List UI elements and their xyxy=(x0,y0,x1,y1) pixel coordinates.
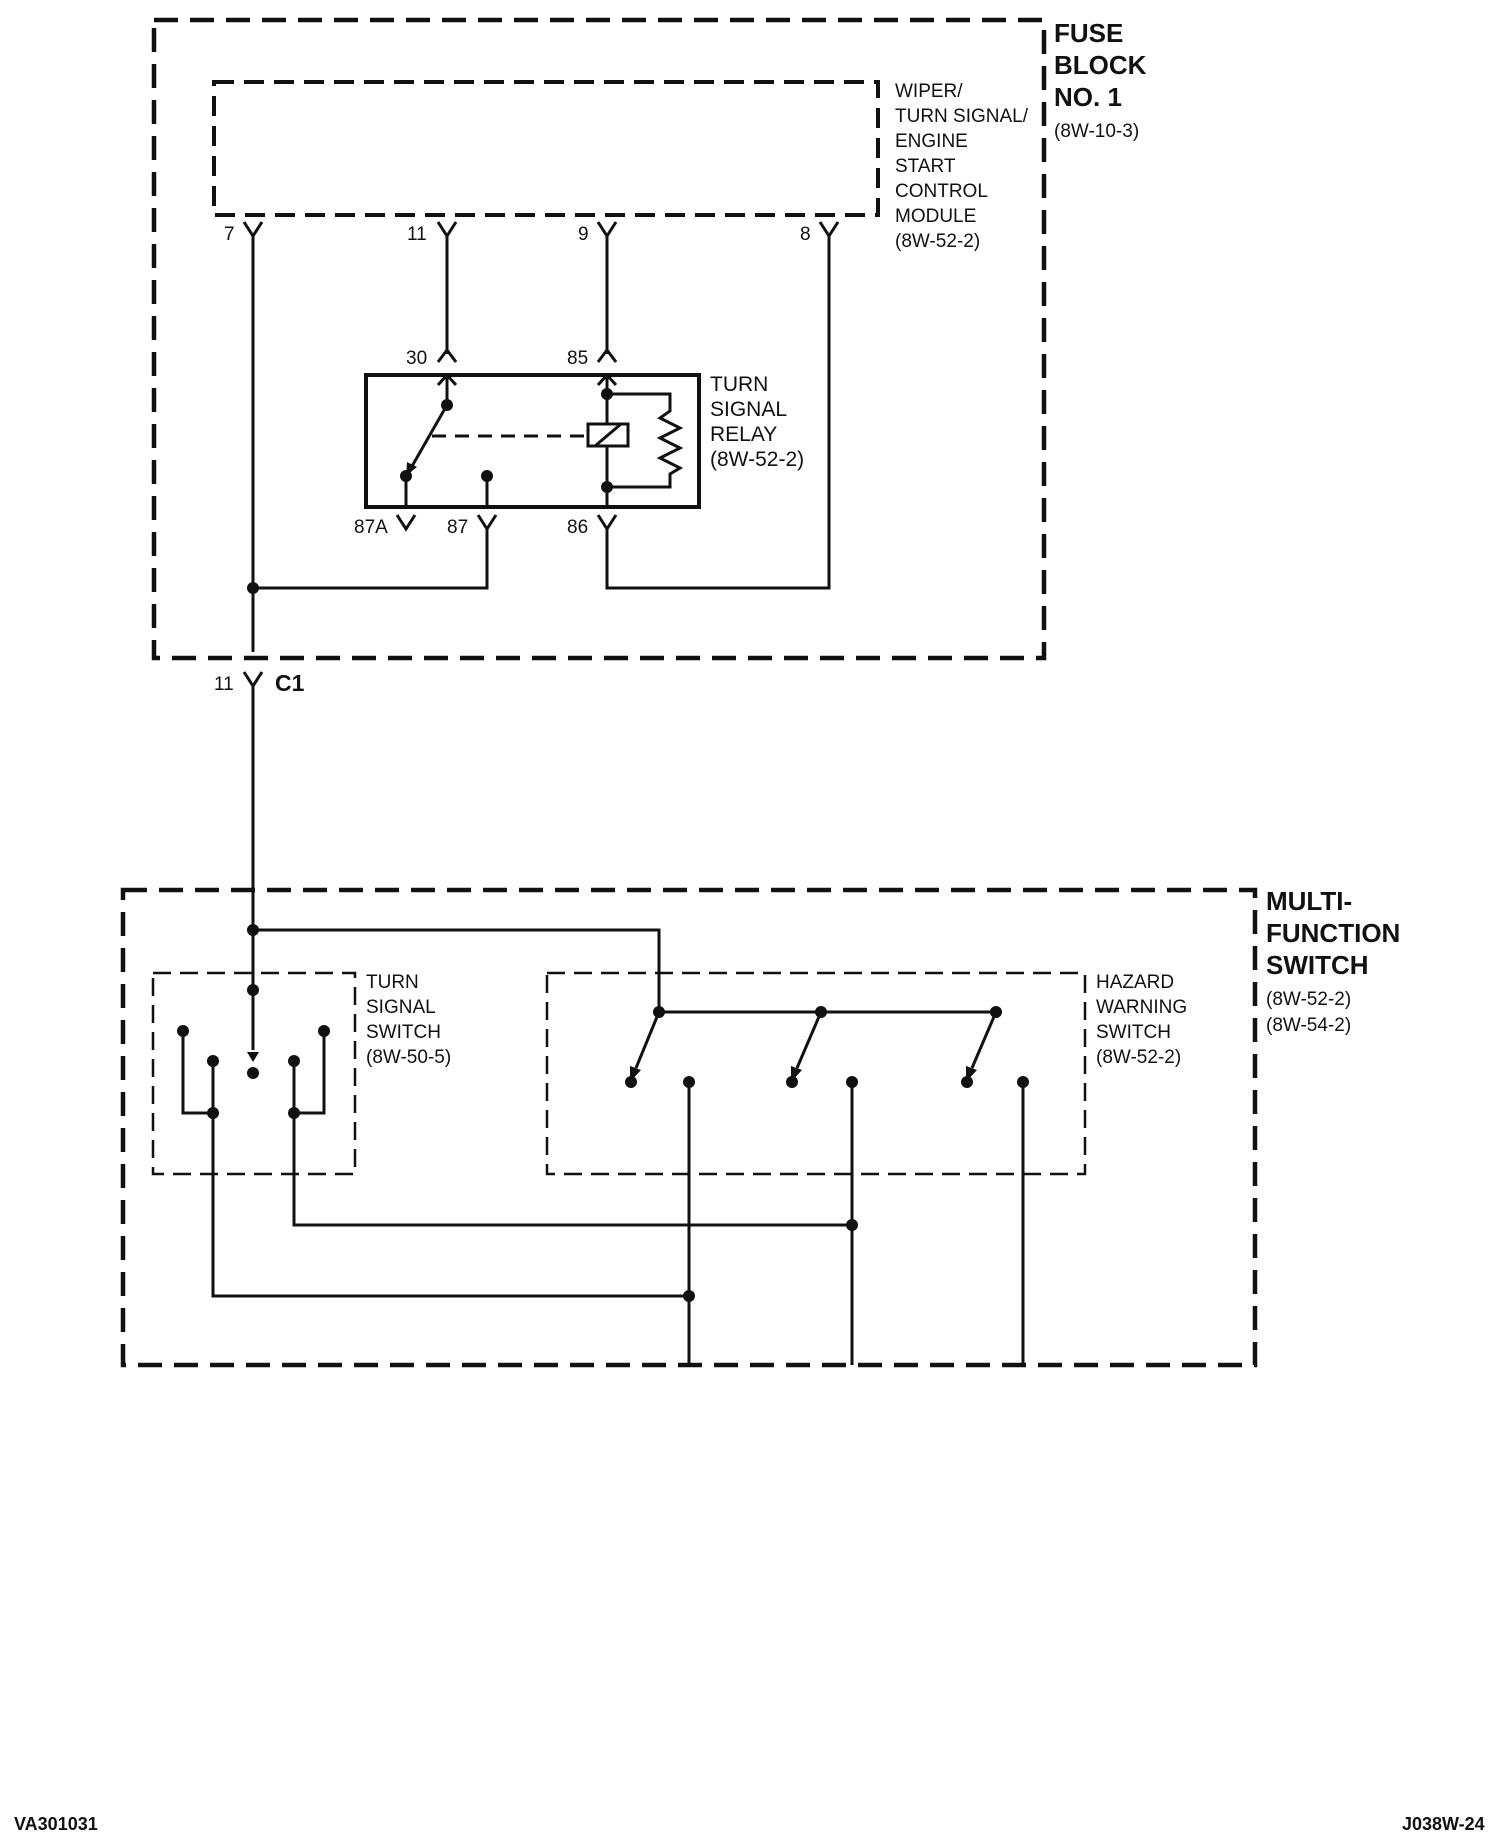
turn-switch-right-bus xyxy=(292,1031,326,1115)
hazard-warning-switch-boundary xyxy=(545,971,1087,1176)
splice-right-turn xyxy=(846,1219,858,1231)
turn-switch-center-contact xyxy=(247,1067,259,1079)
svg-text:HAZARD: HAZARD xyxy=(1096,972,1174,993)
svg-text:11: 11 xyxy=(407,224,427,245)
relay-pin-85: 85 xyxy=(567,347,618,369)
turn-signal-switch-boundary xyxy=(151,971,357,1176)
svg-text:86: 86 xyxy=(567,517,588,538)
connector-c1: 11 C1 xyxy=(214,670,305,696)
turn-switch-wiper-arrow xyxy=(247,1052,259,1062)
relay-resistor xyxy=(607,392,684,489)
svg-text:30: 30 xyxy=(406,348,427,369)
turn-switch-left-bus xyxy=(181,1031,215,1115)
hazard-pole-2 xyxy=(786,1011,858,1088)
multifunction-switch-title-3: SWITCH xyxy=(1266,950,1369,980)
svg-text:85: 85 xyxy=(567,348,588,369)
svg-text:WARNING: WARNING xyxy=(1096,997,1187,1018)
wire-turn-left-to-hazard xyxy=(211,1113,689,1298)
svg-text:ENGINE: ENGINE xyxy=(895,131,968,152)
svg-text:8: 8 xyxy=(800,224,811,245)
svg-text:(8W-52-2): (8W-52-2) xyxy=(895,231,980,252)
fuse-block-ref: (8W-10-3) xyxy=(1054,121,1139,142)
svg-text:7: 7 xyxy=(224,224,235,245)
connector-c1-pin: 11 xyxy=(214,674,234,695)
svg-text:MODULE: MODULE xyxy=(895,206,976,227)
relay-pin-87: 87 xyxy=(447,514,498,538)
turn-signal-relay-body xyxy=(364,373,701,509)
control-module-label: WIPER/ TURN SIGNAL/ ENGINE START CONTROL… xyxy=(895,81,1029,252)
svg-text:RELAY: RELAY xyxy=(710,423,777,446)
splice-left-turn xyxy=(683,1290,695,1302)
module-pin-8: 8 xyxy=(800,221,840,245)
multifunction-switch-title-2: FUNCTION xyxy=(1266,918,1400,948)
wire-relay87-to-splice xyxy=(253,526,489,590)
turn-signal-relay-label: TURN SIGNAL RELAY (8W-52-2) xyxy=(710,373,804,471)
svg-text:SIGNAL: SIGNAL xyxy=(710,398,787,421)
fuse-block-title-2: BLOCK xyxy=(1054,50,1147,80)
wire-pin8-to-relay86 xyxy=(605,236,831,590)
svg-text:87A: 87A xyxy=(354,517,388,538)
turn-signal-switch-label: TURN SIGNAL SWITCH (8W-50-5) xyxy=(366,972,451,1068)
svg-text:SWITCH: SWITCH xyxy=(366,1022,441,1043)
fuse-block-title-1: FUSE xyxy=(1054,18,1123,48)
svg-text:START: START xyxy=(895,156,956,177)
footer-left-id: VA301031 xyxy=(14,1814,98,1834)
fuse-block-boundary xyxy=(151,17,1047,661)
svg-text:SWITCH: SWITCH xyxy=(1096,1022,1171,1043)
svg-text:9: 9 xyxy=(578,224,589,245)
svg-text:SIGNAL: SIGNAL xyxy=(366,997,436,1018)
relay-coil-slash xyxy=(594,422,622,448)
control-module-boundary xyxy=(212,80,880,217)
hazard-warning-switch-label: HAZARD WARNING SWITCH (8W-52-2) xyxy=(1096,972,1187,1068)
svg-text:(8W-52-2): (8W-52-2) xyxy=(1096,1047,1181,1068)
footer-right-id: J038W-24 xyxy=(1402,1814,1485,1834)
splice-dot xyxy=(247,582,259,594)
multifunction-switch-title-1: MULTI- xyxy=(1266,886,1352,916)
hazard-pole-3 xyxy=(961,1011,1029,1088)
relay-switch-arm xyxy=(409,404,449,469)
multifunction-switch-ref-1: (8W-52-2) xyxy=(1266,989,1351,1010)
relay-pin-30: 30 xyxy=(406,347,458,369)
svg-text:CONTROL: CONTROL xyxy=(895,181,988,202)
wire-turn-right-to-hazard xyxy=(292,1113,852,1227)
relay-pin-87a: 87A xyxy=(354,514,417,538)
fuse-block-title-3: NO. 1 xyxy=(1054,82,1122,112)
svg-text:87: 87 xyxy=(447,517,468,538)
connector-c1-name: C1 xyxy=(275,670,305,696)
hazard-pole-1 xyxy=(625,1011,695,1088)
svg-text:(8W-52-2): (8W-52-2) xyxy=(710,448,804,471)
svg-text:(8W-50-5): (8W-50-5) xyxy=(366,1047,451,1068)
svg-text:WIPER/: WIPER/ xyxy=(895,81,963,102)
module-pin-7: 7 xyxy=(224,221,264,245)
svg-text:TURN: TURN xyxy=(366,972,419,993)
svg-text:TURN SIGNAL/: TURN SIGNAL/ xyxy=(895,106,1029,127)
relay-pin-86: 86 xyxy=(567,514,618,538)
wire-feed-to-hazard xyxy=(253,928,661,1012)
module-pin-11: 11 xyxy=(407,221,458,245)
multifunction-switch-ref-2: (8W-54-2) xyxy=(1266,1015,1351,1036)
svg-text:TURN: TURN xyxy=(710,373,768,396)
module-pin-9: 9 xyxy=(578,221,618,245)
